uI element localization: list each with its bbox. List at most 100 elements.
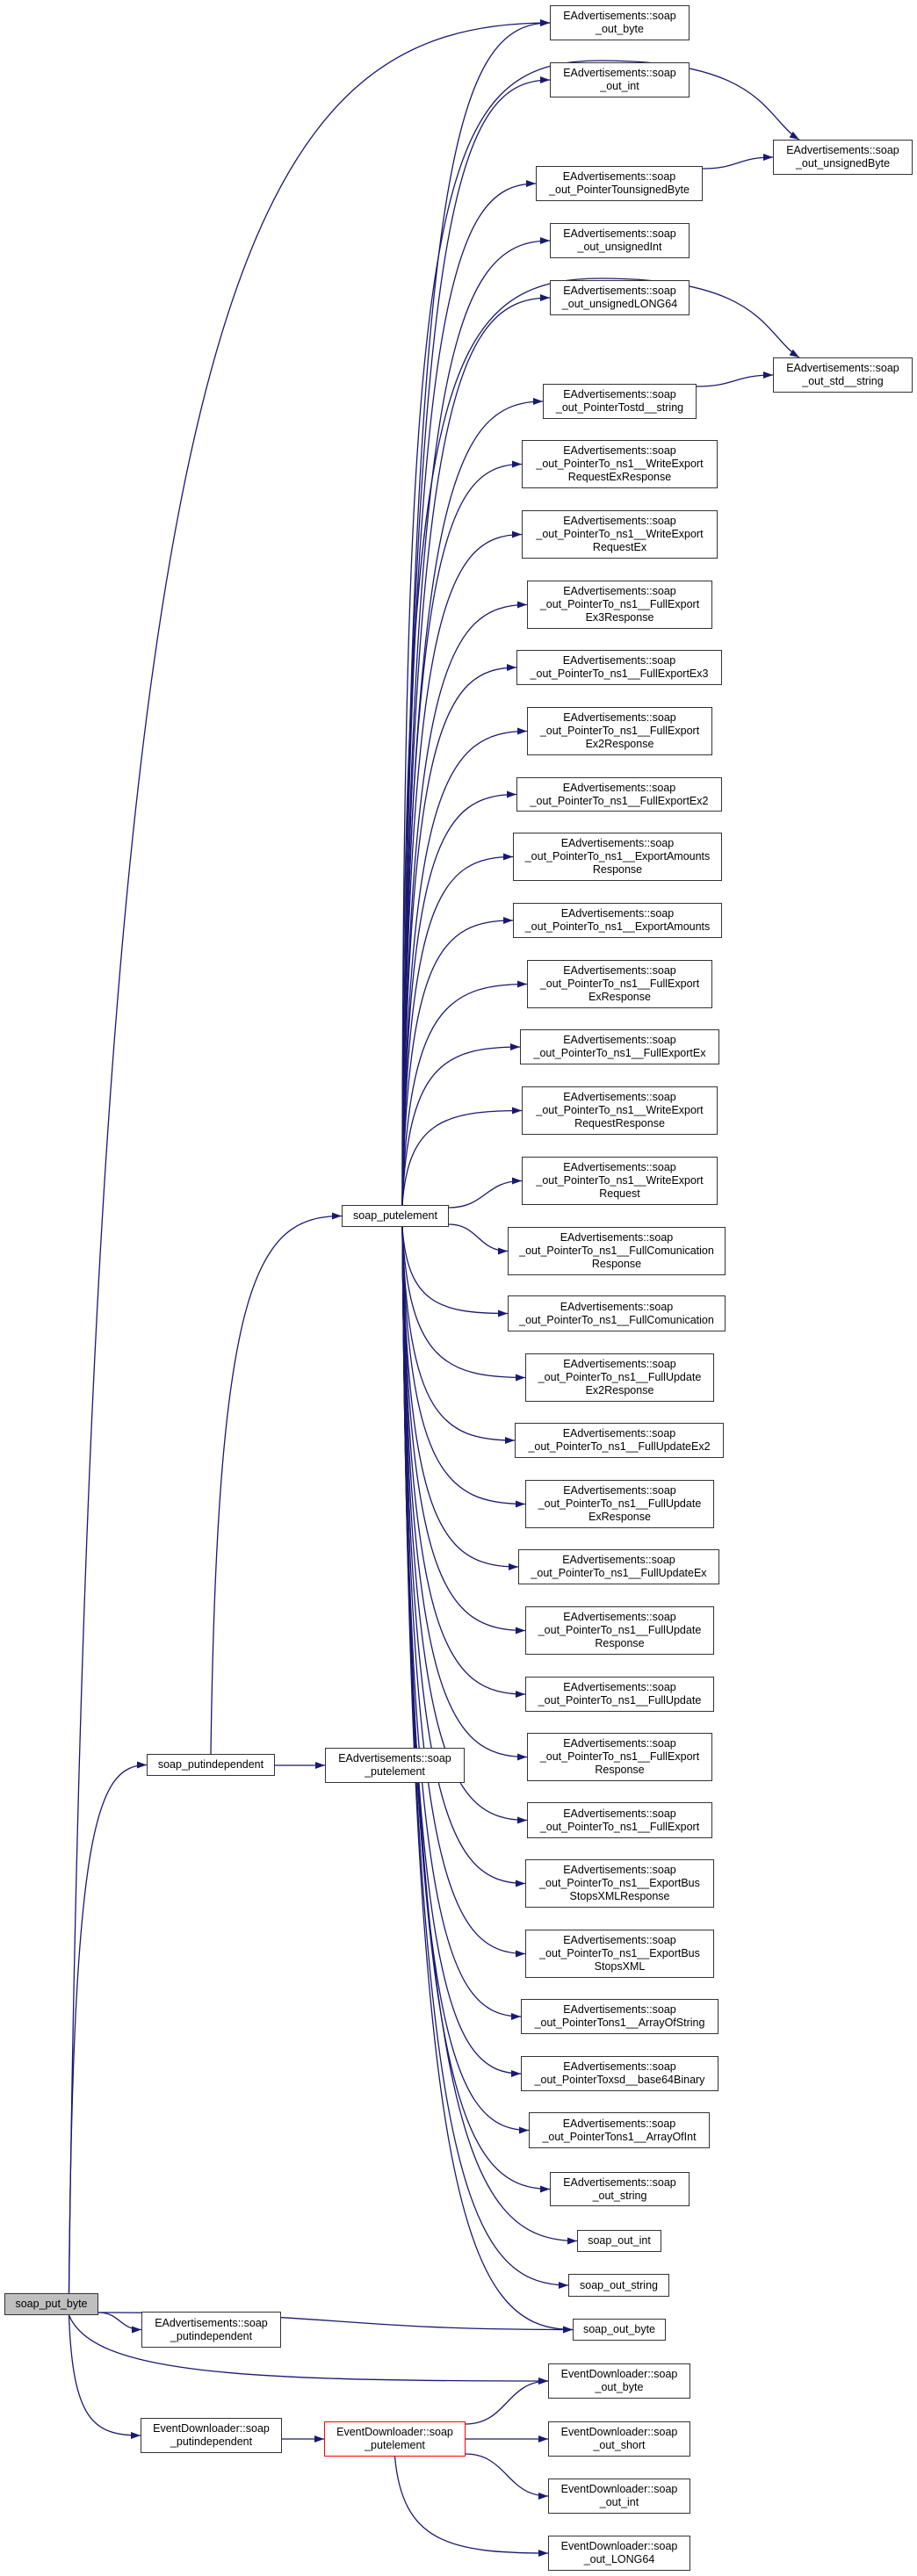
node-ed-out-short[interactable]: EventDownloader::soap_out_short xyxy=(548,2421,690,2457)
node-eadv-out-int[interactable]: EAdvertisements::soap_out_int xyxy=(550,62,690,97)
node-n20[interactable]: EAdvertisements::soap_out_PointerTo_ns1_… xyxy=(522,1157,718,1205)
call-edge xyxy=(68,2314,141,2439)
node-label-line: _out_PointerToxsd__base64Binary xyxy=(534,2074,705,2086)
call-edge xyxy=(401,1226,528,1761)
node-n14[interactable]: EAdvertisements::soap_out_PointerTo_ns1_… xyxy=(516,777,722,812)
node-n25[interactable]: EAdvertisements::soap_out_PointerTo_ns1_… xyxy=(525,1480,714,1528)
node-n33[interactable]: EAdvertisements::soap_out_PointerTons1__… xyxy=(521,1999,718,2034)
node-n30[interactable]: EAdvertisements::soap_out_PointerTo_ns1_… xyxy=(527,1802,712,1838)
node-label-line: _out_PointerTo_ns1__FullUpdate xyxy=(538,1694,702,1707)
node-label-line: EAdvertisements::soap xyxy=(562,2117,676,2130)
node-n13[interactable]: EAdvertisements::soap_out_PointerTo_ns1_… xyxy=(527,707,712,755)
call-edge xyxy=(696,372,774,387)
node-label-line: _out_byte xyxy=(595,2381,644,2393)
node-ed-putelement[interactable]: EventDownloader::soap_putelement xyxy=(324,2421,466,2457)
node-eadv-unsignedByte[interactable]: EAdvertisements::soap_out_unsignedByte xyxy=(773,140,913,175)
node-label-line: EAdvertisements::soap xyxy=(563,1934,676,1946)
node-label-line: StopsXML xyxy=(594,1960,646,1973)
node-soap-put-byte[interactable]: soap_put_byte xyxy=(4,2293,98,2315)
node-label-line: EAdvertisements::soap xyxy=(560,1300,674,1313)
node-label-line: _out_PointerTo_ns1__FullExportEx3 xyxy=(530,667,709,680)
node-soap-putelement[interactable]: soap_putelement xyxy=(342,1205,449,1227)
node-ed-out-int[interactable]: EventDownloader::soap_out_int xyxy=(548,2479,690,2514)
node-n16[interactable]: EAdvertisements::soap_out_PointerTo_ns1_… xyxy=(513,903,722,938)
node-label-line: EAdvertisements::soap xyxy=(563,515,676,527)
node-label-line: EAdvertisements::soap xyxy=(562,1427,676,1440)
node-eadv-putelement[interactable]: EAdvertisements::soap_putelement xyxy=(325,1748,465,1783)
node-label-line: EAdvertisements::soap xyxy=(563,10,676,22)
node-eadv-ptr-std-string[interactable]: EAdvertisements::soap_out_PointerTostd__… xyxy=(543,384,697,419)
node-label-line: EAdvertisements::soap xyxy=(563,1737,676,1750)
node-ed-out-byte[interactable]: EventDownloader::soap_out_byte xyxy=(548,2363,690,2399)
node-eadv-putindependent[interactable]: EAdvertisements::soap_putindependent xyxy=(141,2312,281,2348)
node-label-line: EventDownloader::soap xyxy=(153,2422,270,2435)
node-label-line: EAdvertisements::soap xyxy=(563,964,676,977)
node-eadv-out-byte[interactable]: EAdvertisements::soap_out_byte xyxy=(550,5,690,40)
node-ed-out-LONG64[interactable]: EventDownloader::soap_out_LONG64 xyxy=(548,2536,690,2571)
node-eadv-ptr-unsignedByte[interactable]: EAdvertisements::soap_out_PointerTounsig… xyxy=(536,166,703,201)
call-edge xyxy=(401,727,528,1206)
node-label-line: _out_PointerTo_ns1__FullComunication xyxy=(519,1245,714,1257)
node-label-line: EAdvertisements::soap xyxy=(563,388,676,400)
node-label-line: _out_PointerTo_ns1__FullUpdate xyxy=(538,1624,702,1636)
node-label-line: _out_unsignedLONG64 xyxy=(561,298,678,310)
node-label-line: EAdvertisements::soap xyxy=(563,585,676,597)
call-edge xyxy=(401,294,551,1206)
node-soap-putindependent[interactable]: soap_putindependent xyxy=(147,1754,275,1776)
node-n17[interactable]: EAdvertisements::soap_out_PointerTo_ns1_… xyxy=(527,960,712,1008)
node-n21[interactable]: EAdvertisements::soap_out_PointerTo_ns1_… xyxy=(508,1227,726,1275)
node-n27[interactable]: EAdvertisements::soap_out_PointerTo_ns1_… xyxy=(525,1606,714,1655)
node-n34[interactable]: EAdvertisements::soap_out_PointerToxsd__… xyxy=(521,2056,718,2091)
node-label-line: EAdvertisements::soap xyxy=(563,2060,676,2073)
node-ed-putindependent[interactable]: EventDownloader::soap_putindependent xyxy=(141,2418,282,2453)
node-label-line: EAdvertisements::soap xyxy=(562,654,676,667)
call-edge xyxy=(210,1212,343,1755)
node-label-line: _out_PointerTo_ns1__ExportBus xyxy=(539,1947,700,1959)
node-label-line: EventDownloader::soap xyxy=(560,2368,678,2380)
node-n18[interactable]: EAdvertisements::soap_out_PointerTo_ns1_… xyxy=(520,1029,719,1064)
node-label-line: Response xyxy=(592,863,643,876)
node-label-line: EAdvertisements::soap xyxy=(563,1864,676,1876)
node-n29[interactable]: EAdvertisements::soap_out_PointerTo_ns1_… xyxy=(527,1733,712,1781)
node-eadv-unsignedInt[interactable]: EAdvertisements::soap_out_unsignedInt xyxy=(550,223,690,258)
node-label-line: _out_short xyxy=(593,2439,646,2451)
node-n15[interactable]: EAdvertisements::soap_out_PointerTo_ns1_… xyxy=(513,833,722,881)
node-n24[interactable]: EAdvertisements::soap_out_PointerTo_ns1_… xyxy=(515,1423,724,1458)
call-edge xyxy=(97,2312,142,2334)
node-n32[interactable]: EAdvertisements::soap_out_PointerTo_ns1_… xyxy=(525,1930,714,1978)
node-label-line: EAdvertisements::soap xyxy=(563,1611,676,1623)
node-label-line: EAdvertisements::soap xyxy=(563,1681,676,1693)
node-label-line: EventDownloader::soap xyxy=(560,2426,678,2438)
node-label-line: EAdvertisements::soap xyxy=(563,444,676,457)
node-n9[interactable]: EAdvertisements::soap_out_PointerTo_ns1_… xyxy=(522,440,718,488)
node-label-line: soap_putindependent xyxy=(157,1758,264,1771)
node-n31[interactable]: EAdvertisements::soap_out_PointerTo_ns1_… xyxy=(525,1859,714,1908)
node-label-line: _out_PointerTo_ns1__WriteExport xyxy=(536,1174,704,1187)
node-n23[interactable]: EAdvertisements::soap_out_PointerTo_ns1_… xyxy=(525,1353,714,1402)
call-edge xyxy=(401,1226,578,2245)
node-label-line: _out_PointerTostd__string xyxy=(555,401,684,414)
node-n35[interactable]: EAdvertisements::soap_out_PointerTons1__… xyxy=(529,2112,710,2148)
node-label-line: soap_out_byte xyxy=(582,2323,655,2335)
node-n26[interactable]: EAdvertisements::soap_out_PointerTo_ns1_… xyxy=(518,1549,719,1584)
node-label-line: EventDownloader::soap xyxy=(336,2426,453,2438)
node-n19[interactable]: EAdvertisements::soap_out_PointerTo_ns1_… xyxy=(522,1086,718,1135)
node-eadv-out-string[interactable]: EAdvertisements::soap_out_string xyxy=(550,2172,690,2206)
node-n22[interactable]: EAdvertisements::soap_out_PointerTo_ns1_… xyxy=(508,1295,726,1331)
node-soap-out-string[interactable]: soap_out_string xyxy=(568,2274,669,2297)
node-label-line: _out_PointerTo_ns1__FullExportEx2 xyxy=(530,794,709,807)
node-eadv-std-string[interactable]: EAdvertisements::soap_out_std__string xyxy=(773,357,913,393)
node-n28[interactable]: EAdvertisements::soap_out_PointerTo_ns1_… xyxy=(525,1677,714,1712)
node-label-line: Ex2Response xyxy=(585,738,654,750)
node-soap-out-int[interactable]: soap_out_int xyxy=(577,2230,661,2252)
node-n12[interactable]: EAdvertisements::soap_out_PointerTo_ns1_… xyxy=(516,650,722,685)
node-eadv-unsignedLONG64[interactable]: EAdvertisements::soap_out_unsignedLONG64 xyxy=(550,280,690,315)
node-n10[interactable]: EAdvertisements::soap_out_PointerTo_ns1_… xyxy=(522,510,718,559)
call-edge xyxy=(465,2378,549,2425)
node-n11[interactable]: EAdvertisements::soap_out_PointerTo_ns1_… xyxy=(527,581,712,629)
node-label-line: EAdvertisements::soap xyxy=(563,711,676,724)
node-label-line: Request xyxy=(599,1187,640,1200)
call-edge xyxy=(401,1226,526,1382)
node-soap-out-byte[interactable]: soap_out_byte xyxy=(573,2319,666,2341)
node-label-line: EAdvertisements::soap xyxy=(562,1554,675,1566)
